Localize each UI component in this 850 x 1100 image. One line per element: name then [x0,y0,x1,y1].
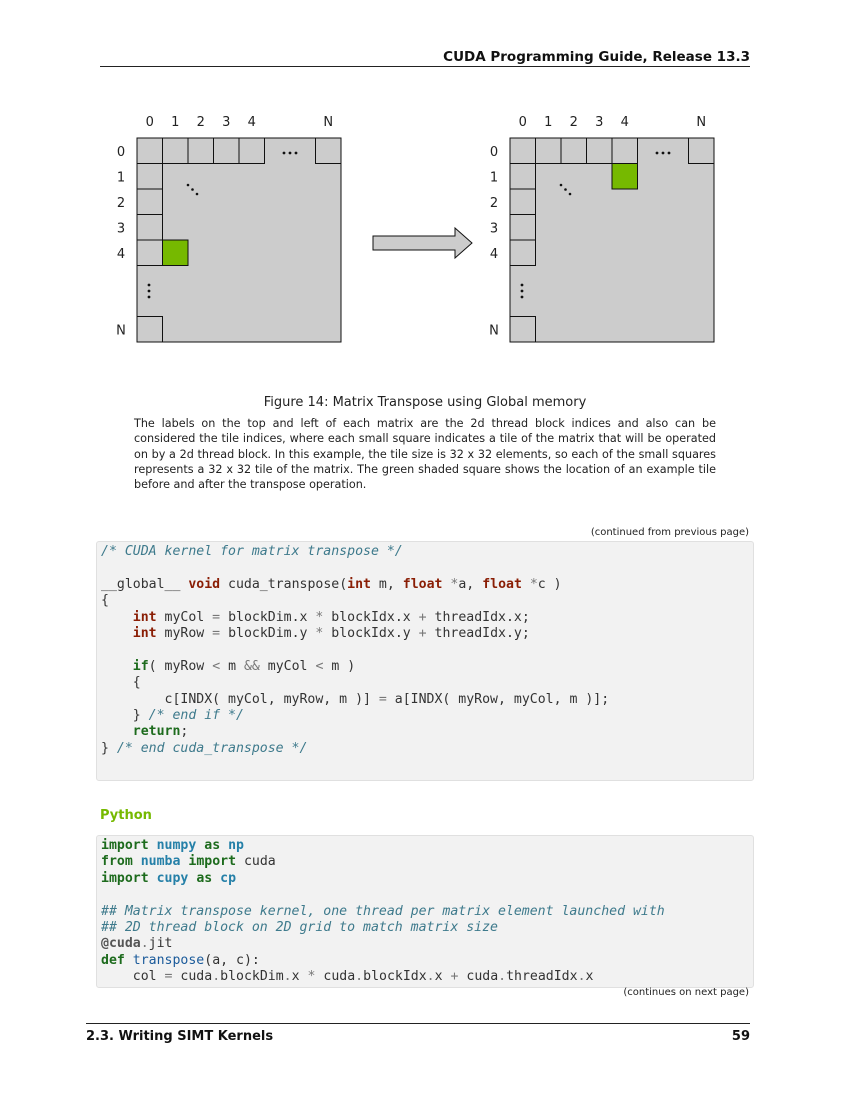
code-line: @cuda.jit [101,936,173,952]
code-line: col = cuda.blockDim.x * cuda.blockIdx.x … [101,969,594,985]
dot-diagonal [568,192,572,196]
highlighted-tile [611,163,638,190]
continued-from-note: (continued from previous page) [590,527,749,538]
figure-caption: Figure 14: Matrix Transpose using Global… [263,395,587,410]
code-line: __global__ void cuda_transpose(int m, fl… [101,576,562,592]
code-line: int myRow = blockDim.y * blockIdx.y + th… [132,625,530,641]
continues-next-note: (continues on next page) [623,987,749,998]
dot-horizontal [661,151,665,155]
column-label: 0 [146,115,154,130]
code-line: return; [132,724,189,740]
cuda-code: /* CUDA kernel for matrix transpose */ _… [101,544,753,757]
code-line: ## 2D thread block on 2D grid to match m… [101,919,498,935]
code-line: ## Matrix transpose kernel, one thread p… [101,903,665,919]
code-line [101,887,753,903]
code-line: int myCol = blockDim.x * blockIdx.x + th… [132,609,530,625]
footer-rule [86,1023,750,1024]
column-label: N [323,115,333,130]
transpose-arrow [372,226,473,260]
dot-horizontal [667,151,671,155]
dot-diagonal [195,192,199,196]
tile-top-n [315,137,342,164]
row-label: 1 [490,170,498,185]
tile-left-n [136,316,163,343]
dot-vertical [520,289,524,293]
dot-diagonal [559,183,563,187]
dot-diagonal [564,188,567,191]
row-label: 0 [117,145,125,160]
code-line: from numba import cuda [101,854,276,870]
figure-description: The labels on the top and left of each m… [134,417,716,492]
column-label: N [696,115,706,130]
code-line [101,642,753,658]
highlighted-tile [162,239,189,266]
code-line: } /* end if */ [101,707,244,723]
column-label: 3 [222,115,230,130]
code-line: import numpy as np [101,838,244,853]
footer-section: 2.3. Writing SIMT Kernels [86,1029,274,1044]
footer-page-number: 59 [731,1029,750,1044]
code-line: { [101,593,109,609]
row-label: 3 [490,221,498,236]
python-tab-label[interactable]: Python [100,808,152,823]
dot-horizontal [282,151,286,155]
tile-left [509,239,536,266]
code-line: { [101,675,141,691]
dot-vertical [147,289,151,293]
dot-diagonal [186,183,190,187]
cuda-code-block[interactable]: /* CUDA kernel for matrix transpose */ _… [96,541,754,781]
row-label: 4 [117,247,125,262]
row-label: 0 [490,145,498,160]
header-rule [100,66,750,67]
row-label: N [116,323,126,338]
column-label: 1 [544,115,552,130]
running-header: CUDA Programming Guide, Release 13.3 [443,49,750,65]
column-label: 0 [519,115,527,130]
row-label: 4 [490,247,498,262]
code-line: def transpose(a, c): [101,952,260,968]
dot-vertical [147,283,151,287]
code-line: if( myRow < m && myCol < m ) [132,658,356,674]
code-line [101,560,753,576]
row-label: 3 [117,221,125,236]
dot-vertical [520,295,524,299]
tile-top [238,137,265,164]
dot-horizontal [294,151,298,155]
dot-vertical [520,283,524,287]
column-label: 4 [248,115,256,130]
dot-diagonal [191,188,194,191]
column-label: 2 [570,115,578,130]
tile-top-n [688,137,715,164]
column-label: 1 [171,115,179,130]
row-label: N [489,323,499,338]
dot-horizontal [655,151,659,155]
column-label: 4 [621,115,629,130]
dot-horizontal [288,151,292,155]
code-line: c[INDX( myCol, myRow, m )] = a[INDX( myR… [101,691,610,707]
code-line: import cupy as cp [101,870,237,886]
code-line: /* CUDA kernel for matrix transpose */ [101,544,403,559]
code-line: } /* end cuda_transpose */ [101,740,308,756]
row-label: 2 [117,196,125,211]
row-label: 1 [117,170,125,185]
dot-vertical [147,295,151,299]
tile-left-n [509,316,536,343]
column-label: 3 [595,115,603,130]
column-label: 2 [197,115,205,130]
row-label: 2 [490,196,498,211]
